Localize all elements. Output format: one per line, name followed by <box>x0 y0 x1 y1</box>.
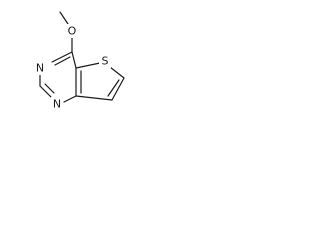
bond-c2-n1-double <box>44 83 55 94</box>
bond-n1-c7a <box>63 95 77 103</box>
atom-sulfur: S <box>99 54 111 68</box>
bond-methyl-oxygen <box>59 11 69 25</box>
bond-c4-n3 <box>51 51 73 63</box>
bond-c4-n3-double <box>54 56 71 66</box>
oxygen-label: O <box>68 25 77 38</box>
bond-c6-c7-double <box>107 79 120 97</box>
bond-s-c6 <box>109 66 125 79</box>
bond-c4a-s <box>75 62 101 69</box>
atom-nitrogen-bottom: N <box>51 97 63 111</box>
atom-nitrogen-top: N <box>34 61 46 75</box>
atom-oxygen: O <box>66 24 78 38</box>
bond-c4a-c4 <box>71 51 77 69</box>
bond-c7-c7a <box>75 95 113 101</box>
bond-c2-n1 <box>39 85 52 98</box>
bond-c6-c7 <box>111 77 125 101</box>
nitrogen-bottom-label: N <box>53 98 61 111</box>
chemical-structure-diagram: O S N N <box>34 11 125 111</box>
nitrogen-top-label: N <box>36 62 44 75</box>
sulfur-label: S <box>102 55 109 68</box>
